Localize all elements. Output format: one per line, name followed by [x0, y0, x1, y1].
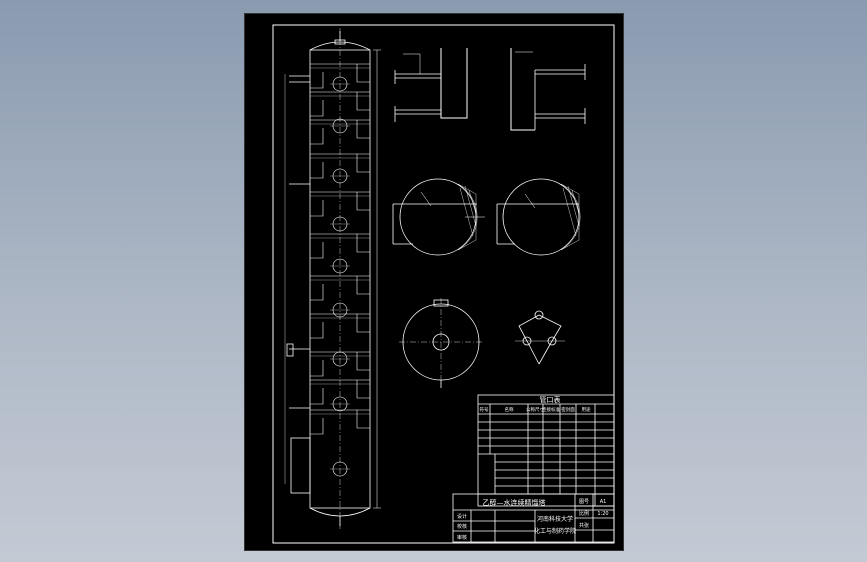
role-label: 审核: [457, 534, 467, 541]
downcomer: [356, 380, 370, 399]
downcomer: [310, 128, 324, 145]
section-a: [392, 178, 485, 256]
title-block: [452, 493, 615, 543]
downcomer: [356, 120, 370, 139]
drawing-frame: [272, 24, 615, 544]
cad-drawing: 管口表 符号 名称 公称尺寸 连接标准 密封面 用途 乙醇—水连续精馏塔 河南科…: [272, 24, 615, 544]
downcomer: [356, 410, 370, 429]
downcomer: [310, 200, 324, 217]
nozzle-table-header: 公称尺寸: [526, 406, 544, 413]
downcomer: [356, 234, 370, 253]
section-b: [496, 178, 581, 256]
nozzle-orientation: [515, 310, 565, 365]
downcomer: [310, 322, 324, 339]
downcomer: [310, 284, 324, 301]
nozzle-table-header: 用途: [582, 406, 591, 413]
downcomer: [356, 92, 370, 111]
downcomer: [356, 64, 370, 83]
nozzle-table-header: 连接标准: [542, 406, 560, 413]
drawing-sheet: 管口表 符号 名称 公称尺寸 连接标准 密封面 用途 乙醇—水连续精馏塔 河南科…: [244, 13, 624, 551]
organization-line2: 化工与制药学院: [534, 527, 576, 535]
downcomer: [310, 360, 324, 377]
nozzle-table-title: 管口表: [540, 395, 561, 404]
detail-a: [394, 48, 468, 122]
field-label: 比例: [579, 510, 589, 517]
role-label: 设计: [457, 513, 467, 520]
field-label: 共张: [579, 522, 589, 529]
nozzle-table-header: 名称: [505, 406, 514, 413]
organization-line1: 河南科技大学: [537, 515, 573, 523]
field-value: 1:20: [597, 511, 608, 517]
downcomer: [310, 388, 324, 405]
nozzle-table: [477, 394, 615, 507]
generated-parts: [310, 63, 370, 477]
downcomer: [310, 418, 324, 435]
downcomer: [356, 192, 370, 211]
nozzle-table-header: 符号: [480, 406, 489, 413]
downcomer: [310, 162, 324, 179]
column-elevation: [284, 28, 381, 530]
nozzle-table-header: 密封面: [561, 406, 575, 413]
downcomer: [356, 276, 370, 295]
drawing-title: 乙醇—水连续精馏塔: [483, 498, 546, 507]
role-label: 校核: [457, 523, 467, 530]
downcomer: [356, 352, 370, 371]
downcomer: [310, 242, 324, 259]
skirt: [290, 437, 311, 494]
nozzle-plan: [399, 298, 483, 388]
left-nozzle-flange: [286, 343, 294, 357]
downcomer: [310, 100, 324, 117]
downcomer: [356, 314, 370, 333]
field-label: 图号: [579, 499, 589, 505]
downcomer: [356, 154, 370, 173]
detail-b: [510, 48, 586, 131]
downcomer: [310, 72, 324, 89]
field-value: A1: [600, 499, 607, 505]
